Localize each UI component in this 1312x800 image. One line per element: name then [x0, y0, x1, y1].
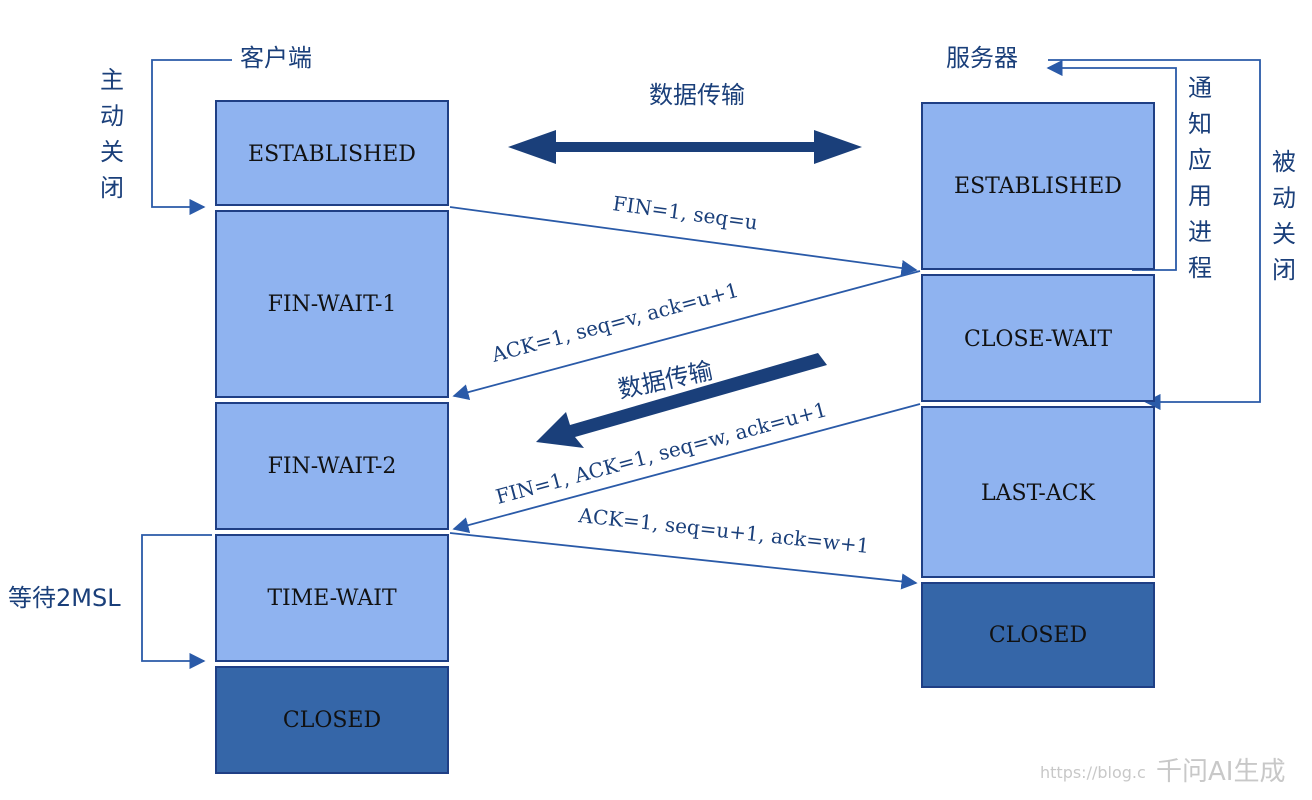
- client-active-close-char-2: 动: [100, 102, 124, 130]
- wait-2msl-bracket: [141, 534, 212, 670]
- client-title: 客户端: [240, 44, 312, 72]
- server-notify-app-char-2: 知: [1188, 110, 1212, 138]
- message-line-ack-2: [449, 532, 918, 590]
- client-active-close-label: 主 动 关 闭: [100, 66, 124, 202]
- server-notify-app-char-6: 程: [1188, 254, 1212, 282]
- client-state-fin-wait-1-box: [215, 210, 449, 398]
- server-passive-close-bracket: [1048, 59, 1261, 411]
- data-transfer-bidirectional-arrow: [508, 130, 862, 164]
- data-transfer-top-label: 数据传输: [649, 81, 745, 109]
- server-passive-close-char-3: 关: [1272, 220, 1296, 248]
- server-state-established-box: [921, 102, 1155, 270]
- client-active-close-char-4: 闭: [100, 174, 124, 202]
- client-state-time-wait-box: [215, 534, 449, 662]
- message-line-fin-2: [452, 403, 921, 534]
- client-state-closed-box: [215, 666, 449, 774]
- server-state-closed: CLOSED: [989, 623, 1087, 648]
- client-state-fin-wait-2: FIN-WAIT-2: [268, 454, 397, 479]
- client-state-closed: CLOSED: [283, 708, 381, 733]
- watermark-brand: 千问AI生成: [1156, 757, 1285, 787]
- watermark-url: https://blog.c: [1040, 763, 1146, 782]
- server-state-last-ack: LAST-ACK: [981, 481, 1096, 506]
- wait-2msl-label: 等待2MSL: [8, 584, 121, 612]
- server-state-close-wait-box: [921, 274, 1155, 402]
- server-state-last-ack-box: [921, 406, 1155, 578]
- server-passive-close-char-1: 被: [1272, 148, 1296, 176]
- server-state-closed-box: [921, 582, 1155, 688]
- client-state-fin-wait-1: FIN-WAIT-1: [268, 292, 397, 317]
- server-notify-app-char-5: 进: [1188, 218, 1212, 246]
- client-state-column: ESTABLISHED FIN-WAIT-1 FIN-WAIT-2 TIME-W…: [215, 100, 449, 774]
- message-fin-2: FIN=1, ACK=1, seq=w, ack=u+1: [493, 397, 829, 509]
- server-state-established: ESTABLISHED: [954, 174, 1122, 199]
- client-state-fin-wait-2-box: [215, 402, 449, 530]
- server-notify-app-char-3: 应: [1188, 146, 1212, 174]
- client-active-close-char-1: 主: [100, 66, 124, 94]
- server-notify-app-char-4: 用: [1188, 182, 1212, 210]
- server-passive-close-label: 被 动 关 闭: [1272, 148, 1296, 284]
- client-state-established-box: [215, 100, 449, 206]
- server-state-close-wait: CLOSE-WAIT: [964, 327, 1112, 352]
- server-notify-app-char-1: 通: [1188, 74, 1212, 102]
- message-fin-1: FIN=1, seq=u: [611, 191, 759, 234]
- message-ack-2: ACK=1, seq=u+1, ack=w+1: [576, 503, 870, 558]
- client-state-established: ESTABLISHED: [248, 142, 416, 167]
- server-notify-app-label: 通 知 应 用 进 程: [1188, 74, 1212, 282]
- message-line-fin-1: [449, 206, 918, 277]
- message-line-ack-1: [452, 270, 921, 401]
- server-state-column: ESTABLISHED CLOSE-WAIT LAST-ACK CLOSED: [921, 102, 1155, 688]
- server-title: 服务器: [946, 44, 1018, 72]
- client-state-time-wait: TIME-WAIT: [267, 586, 397, 611]
- server-passive-close-char-2: 动: [1272, 184, 1296, 212]
- client-active-close-char-3: 关: [100, 138, 124, 166]
- server-passive-close-char-4: 闭: [1272, 256, 1296, 284]
- data-transfer-server-to-client-arrow: [536, 353, 827, 448]
- client-active-close-bracket: [151, 59, 232, 216]
